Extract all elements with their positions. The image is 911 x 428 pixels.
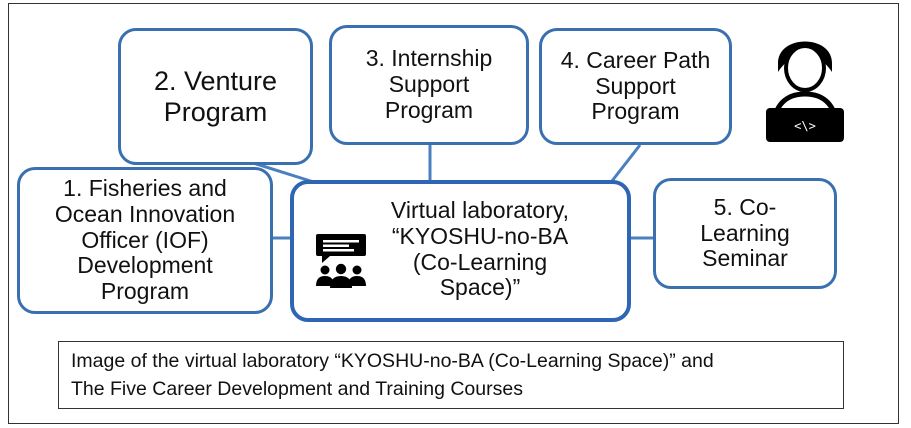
figure-caption: Image of the virtual laboratory “KYOSHU-… [58,341,844,409]
svg-text:<\>: <\> [794,119,816,133]
course-internship-support: 3. Internship Support Program [329,25,529,145]
course-seminar-label: 5. Co- Learning Seminar [700,193,790,272]
course-iof-label: 1. Fisheries and Ocean Innovation Office… [54,175,236,305]
course-career-path-label: 4. Career Path Support Program [560,46,711,125]
virtual-laboratory-label: Virtual laboratory, “KYOSHU-no-BA (Co-Le… [390,197,570,301]
virtual-laboratory-node: Virtual laboratory, “KYOSHU-no-BA (Co-Le… [290,180,631,322]
course-venture-label: 2. Venture Program [153,66,278,127]
caption-line-2: The Five Career Development and Training… [71,378,523,401]
course-iof-development: 1. Fisheries and Ocean Innovation Office… [17,167,273,314]
course-internship-label: 3. Internship Support Program [365,45,493,123]
course-co-learning-seminar: 5. Co- Learning Seminar [653,178,837,289]
figure-frame [8,3,899,424]
course-career-path-support: 4. Career Path Support Program [539,28,732,145]
chat-group-icon [316,234,366,288]
caption-line-1: Image of the virtual laboratory “KYOSHU-… [71,350,714,372]
person-laptop-icon: <\> [766,41,844,142]
connector-career-path [610,144,642,182]
course-venture-program: 2. Venture Program [118,28,313,165]
